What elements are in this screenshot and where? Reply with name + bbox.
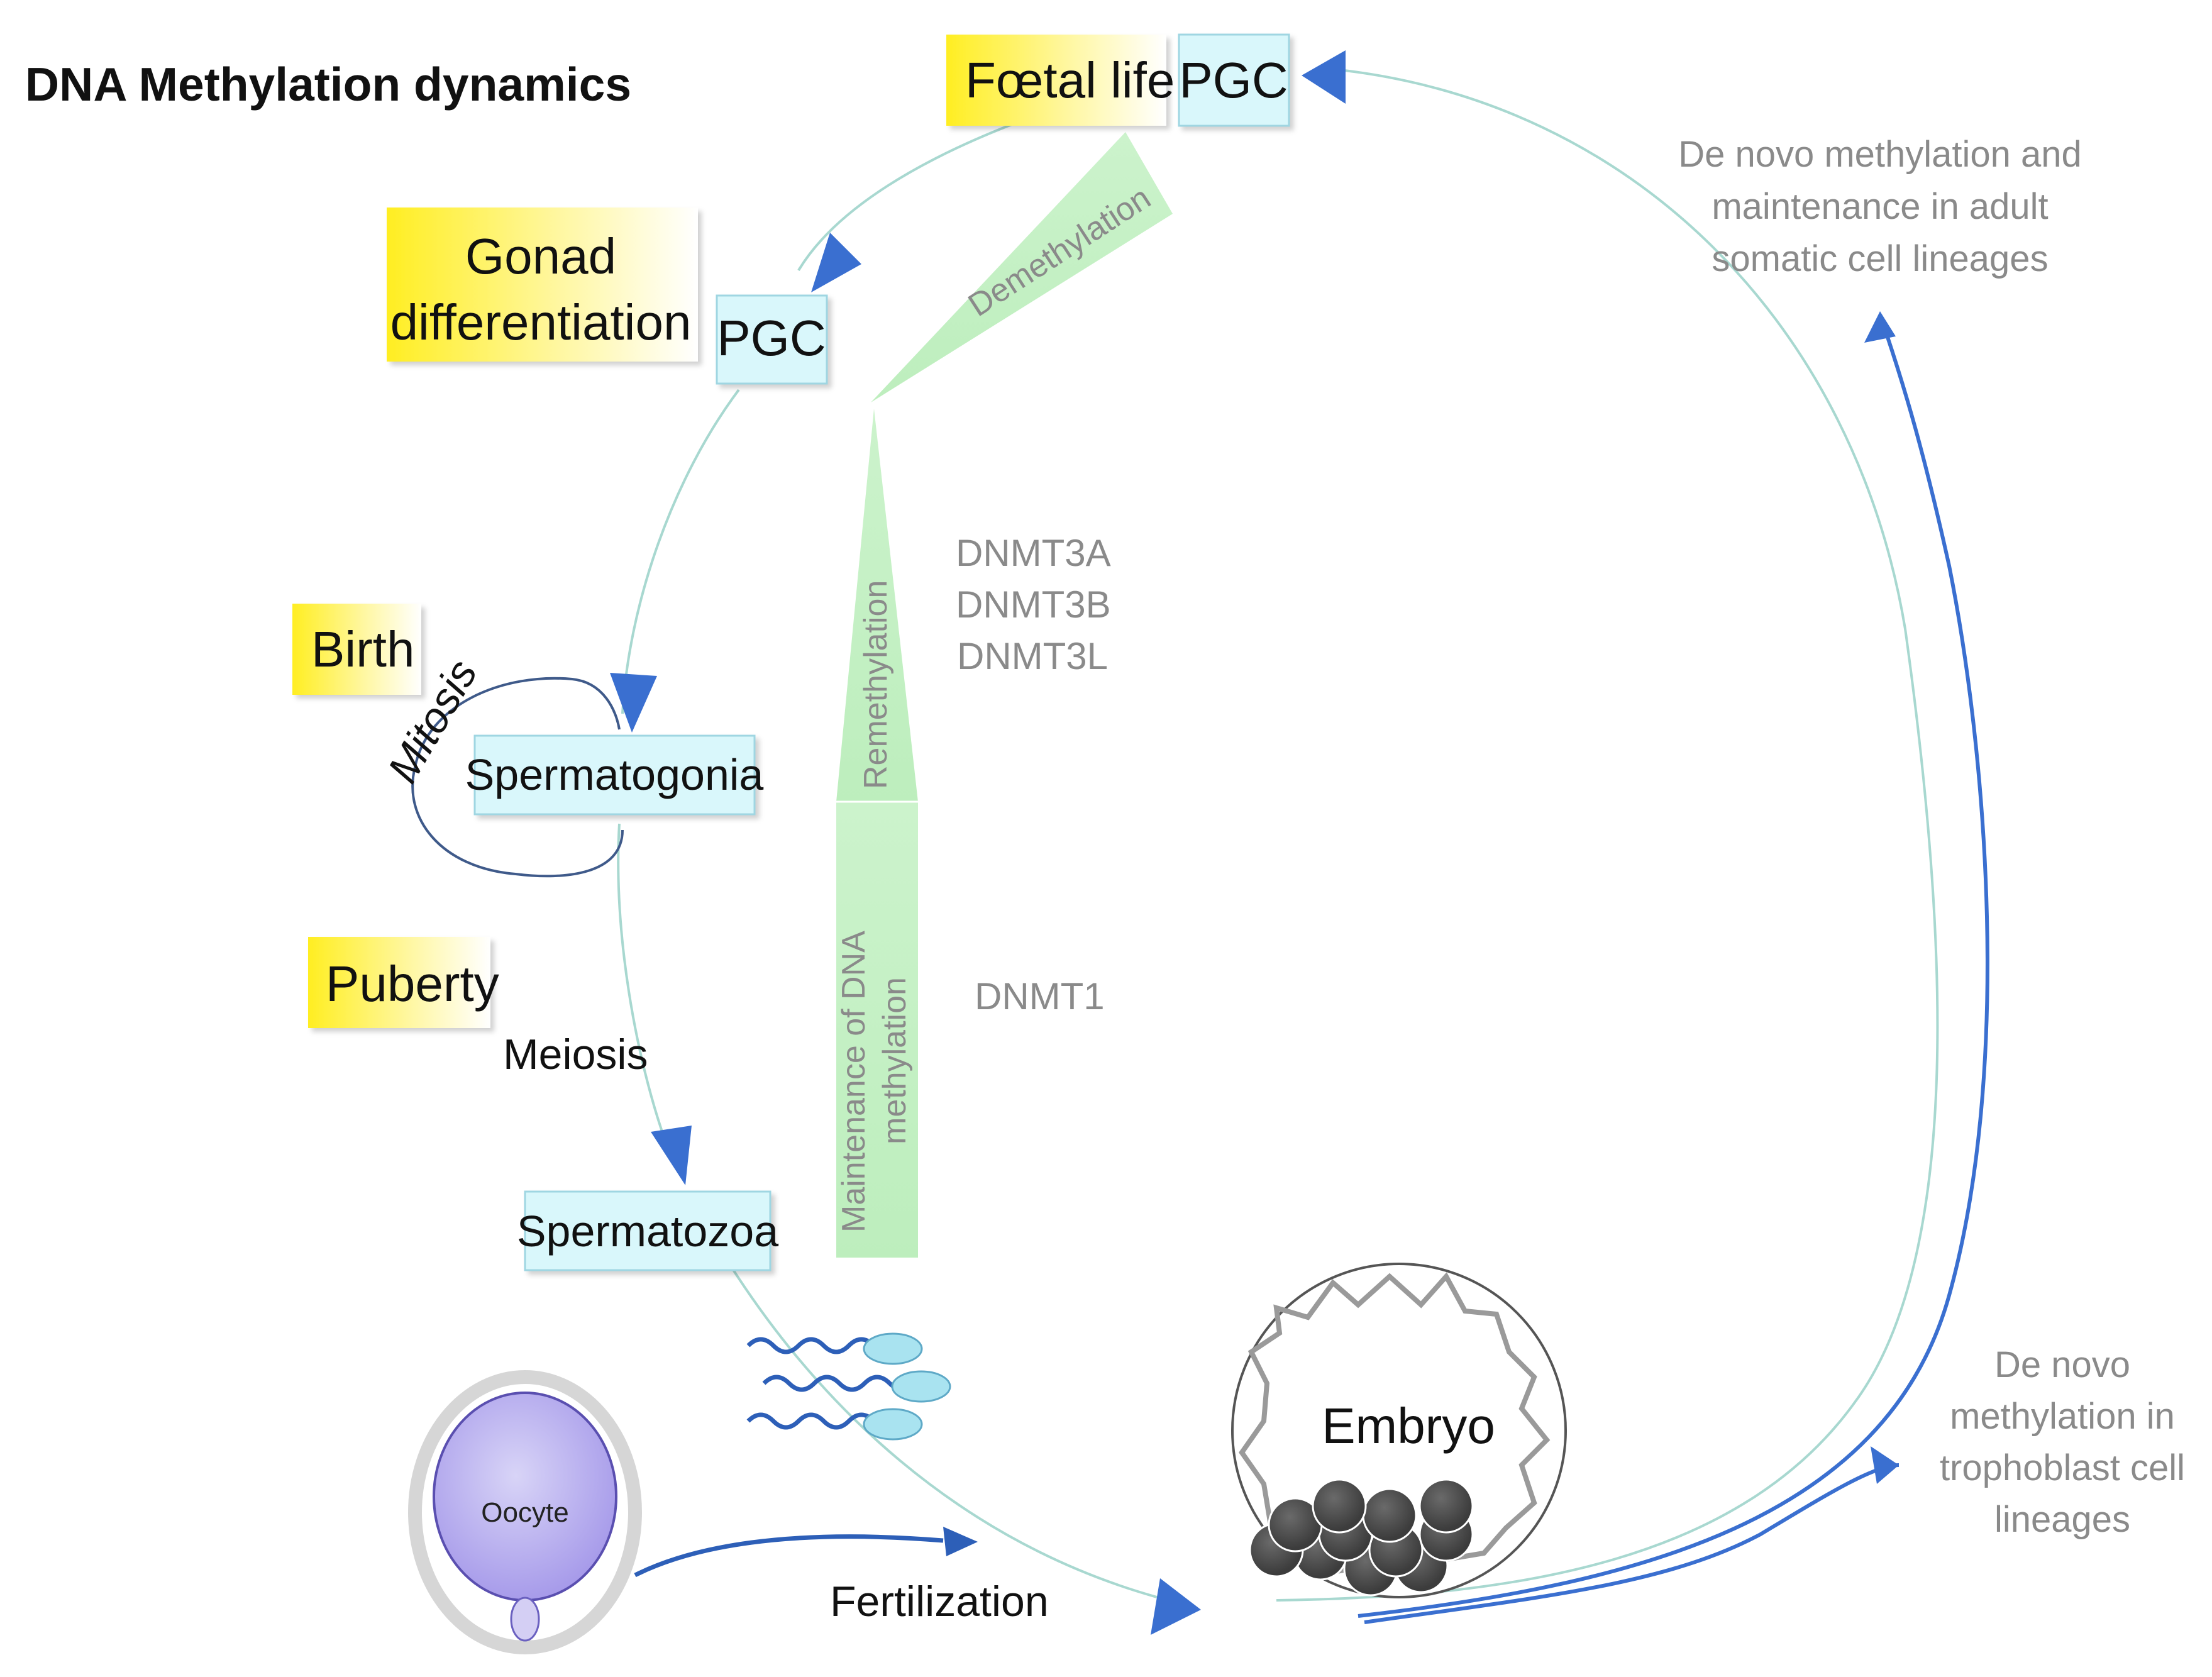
embryo: Embryo (1231, 1263, 1567, 1598)
spermatozoa-label: Spermatozoa (517, 1207, 778, 1256)
meiosis-label: Meiosis (503, 1031, 648, 1078)
inner-cell-mass (1249, 1478, 1474, 1597)
stage-birth: Birth (292, 604, 421, 695)
trophoblast-note-line4: lineages (1994, 1499, 2130, 1540)
trophoblast-note-line2: methylation in (1950, 1396, 2175, 1437)
main-cycle-line (617, 68, 1939, 1602)
arrowhead-to-spermatogonia (610, 673, 657, 733)
oocyte-label: Oocyte (481, 1497, 568, 1528)
enzyme-dnmt1: DNMT1 (975, 975, 1105, 1017)
oocyte: Oocyte (408, 1370, 642, 1654)
cell-pgc-mid: PGC (716, 294, 828, 385)
spermatogonia-label: Spermatogonia (465, 750, 764, 799)
maintenance-label-line2: methylation (877, 977, 913, 1144)
diagram-title: DNA Methylation dynamics (25, 58, 631, 111)
fertilization-arrow (634, 1534, 944, 1578)
somatic-arrowhead (1864, 311, 1896, 343)
trophoblast-note-line3: trophoblast cell (1940, 1447, 2185, 1488)
stage-birth-label: Birth (311, 621, 415, 677)
demethylation-wedge (871, 132, 1173, 402)
remethylation-wedge (836, 409, 918, 802)
remethylation-label: Remethylation (858, 580, 894, 789)
demethylation-label: Demethylation (962, 179, 1157, 324)
arrowhead-to-pgc-mid (811, 233, 861, 292)
arrowhead-to-pgc-top (1302, 50, 1346, 104)
maintenance-bar (836, 802, 918, 1258)
cell-spermatogonia: Spermatogonia (465, 734, 764, 816)
somatic-note-line3: somatic cell lineages (1712, 238, 2048, 279)
cell-pgc-top: PGC (1178, 33, 1290, 127)
trophoblast-arrowhead (1871, 1446, 1899, 1484)
enzyme-dnmt3a: DNMT3A (956, 532, 1111, 574)
trophoblast-lineage-arrow (1364, 1463, 1900, 1624)
trophoblast-note-line1: De novo (1994, 1344, 2130, 1385)
stage-puberty-label: Puberty (326, 956, 499, 1012)
sperm-cells (746, 1332, 951, 1441)
stage-foetal-life: Fœtal life (946, 35, 1175, 126)
stage-foetal-label: Fœtal life (965, 52, 1175, 108)
fertilization-arrowhead (943, 1527, 978, 1556)
stage-gonad-differentiation: Gonad differentiation (387, 208, 698, 362)
pgc-mid-label: PGC (717, 310, 826, 366)
cell-spermatozoa: Spermatozoa (517, 1190, 778, 1271)
enzyme-dnmt3l: DNMT3L (957, 635, 1108, 677)
mitosis-loop (411, 677, 624, 878)
stage-gonad-line2: differentiation (390, 294, 692, 350)
somatic-note-line1: De novo methylation and (1678, 134, 2082, 175)
somatic-note-line2: maintenance in adult (1712, 186, 2048, 227)
embryo-label: Embryo (1322, 1398, 1495, 1454)
arrowhead-to-embryo (1151, 1578, 1201, 1635)
arrowhead-to-spermatozoa (651, 1126, 692, 1185)
stage-gonad-line1: Gonad (465, 228, 616, 284)
fertilization-label: Fertilization (830, 1578, 1049, 1625)
pgc-top-label: PGC (1179, 52, 1288, 108)
somatic-lineage-arrow (1358, 333, 1989, 1618)
enzyme-dnmt3b: DNMT3B (956, 584, 1111, 626)
stage-puberty: Puberty (308, 937, 499, 1028)
maintenance-label-line1: Maintenance of DNA (836, 931, 872, 1232)
